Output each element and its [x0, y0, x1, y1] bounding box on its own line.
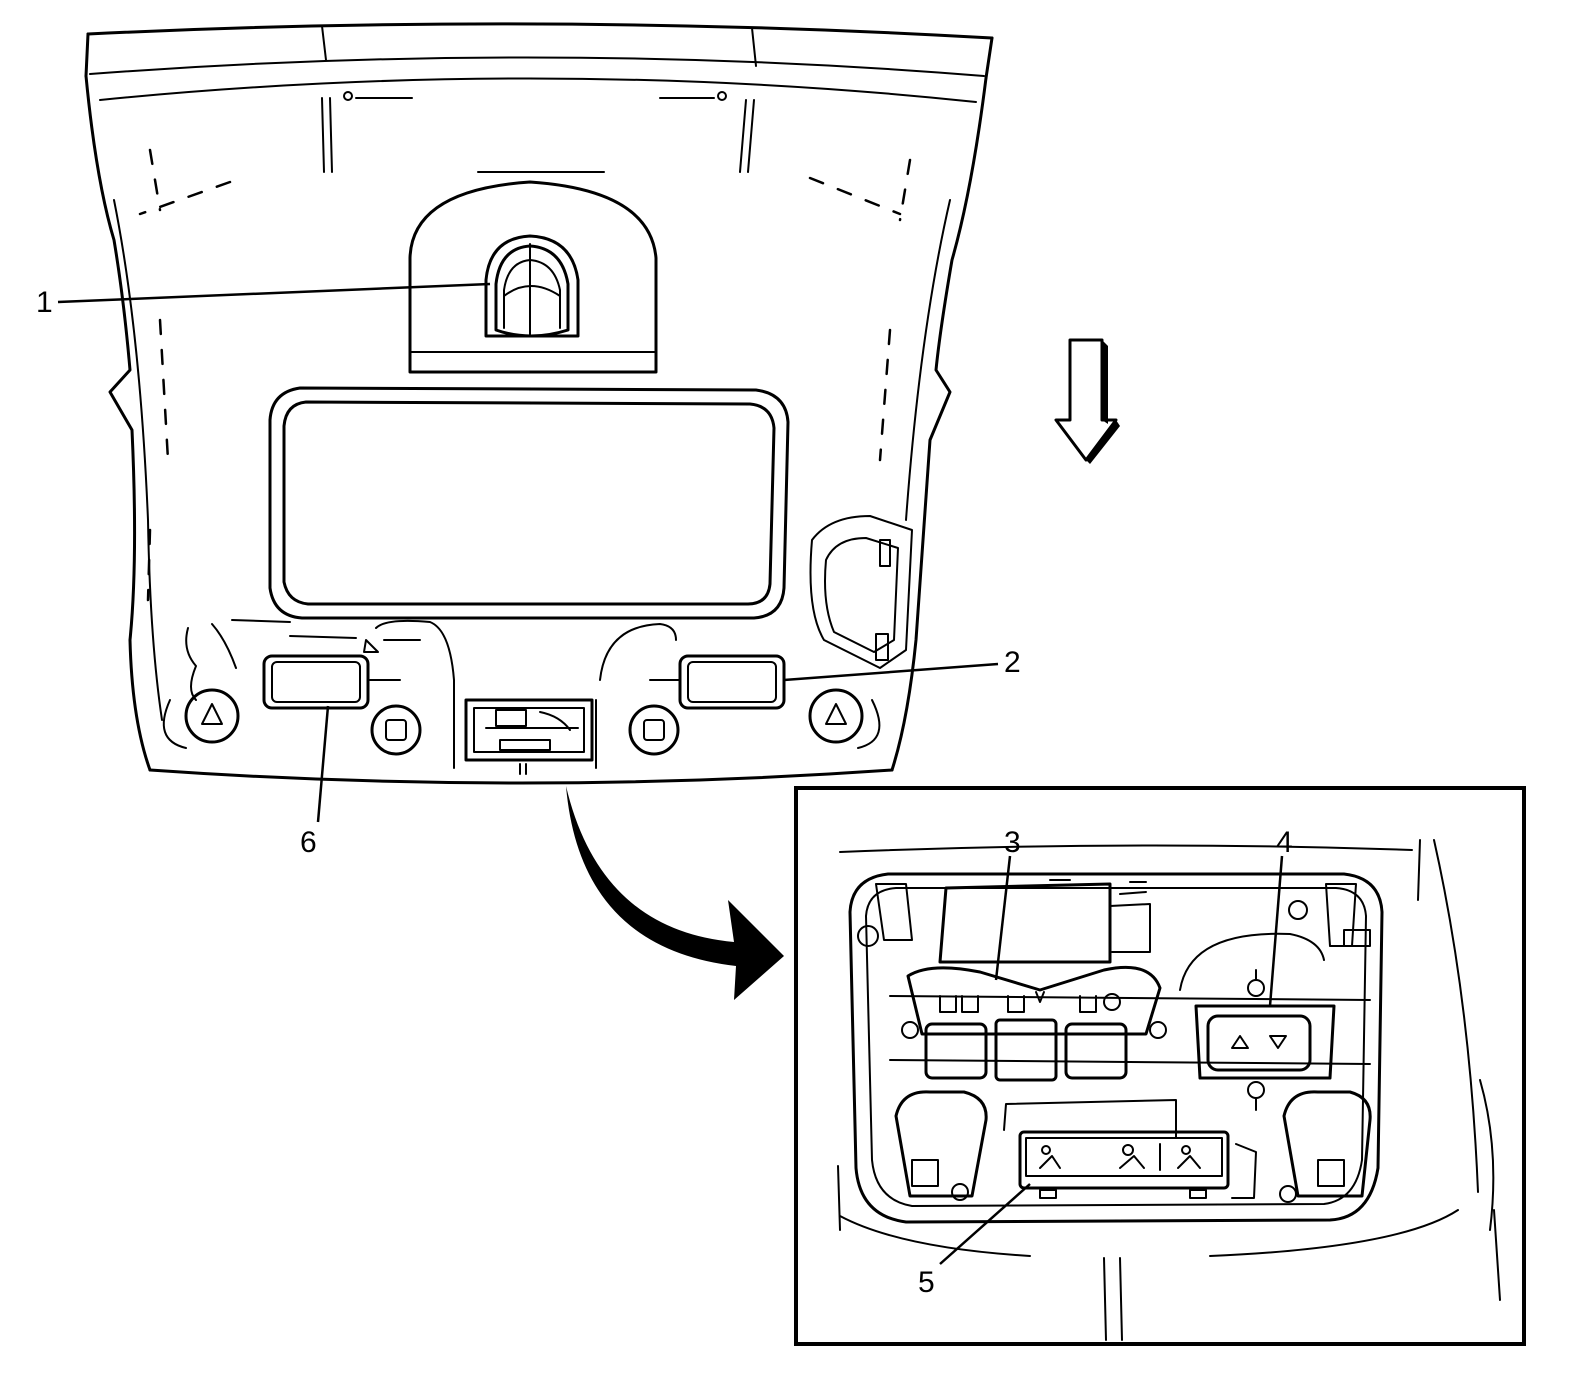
callout-5: 5	[918, 1266, 935, 1299]
callout-2: 2	[1004, 646, 1021, 679]
direction-down-arrow-icon	[1054, 338, 1120, 464]
headliner-panel	[84, 22, 994, 785]
passenger-airbag-indicator	[1003, 1099, 1257, 1199]
left-reading-lamp-lens	[262, 654, 370, 710]
dome-housing	[408, 180, 658, 374]
callout-6: 6	[300, 826, 317, 859]
callout-labels: 1 2 3 4 5 6	[36, 286, 1293, 1299]
reading-lamp-switch-bank	[901, 965, 1167, 1082]
headliner-clips	[162, 688, 881, 756]
sunroof-switch	[1194, 969, 1336, 1111]
rear-area	[185, 619, 681, 769]
right-handle-area	[809, 515, 913, 669]
callout-4: 4	[1276, 826, 1293, 859]
callout-3: 3	[1004, 826, 1021, 859]
callout-1: 1	[36, 286, 53, 319]
right-reading-lamp-lens	[678, 654, 786, 710]
callout-leaders	[57, 282, 1284, 1265]
sunroof-opening	[268, 386, 790, 620]
overhead-console-installed	[464, 698, 594, 775]
detail-curved-arrow-icon	[566, 786, 784, 1000]
detail-inset	[794, 786, 1526, 1346]
